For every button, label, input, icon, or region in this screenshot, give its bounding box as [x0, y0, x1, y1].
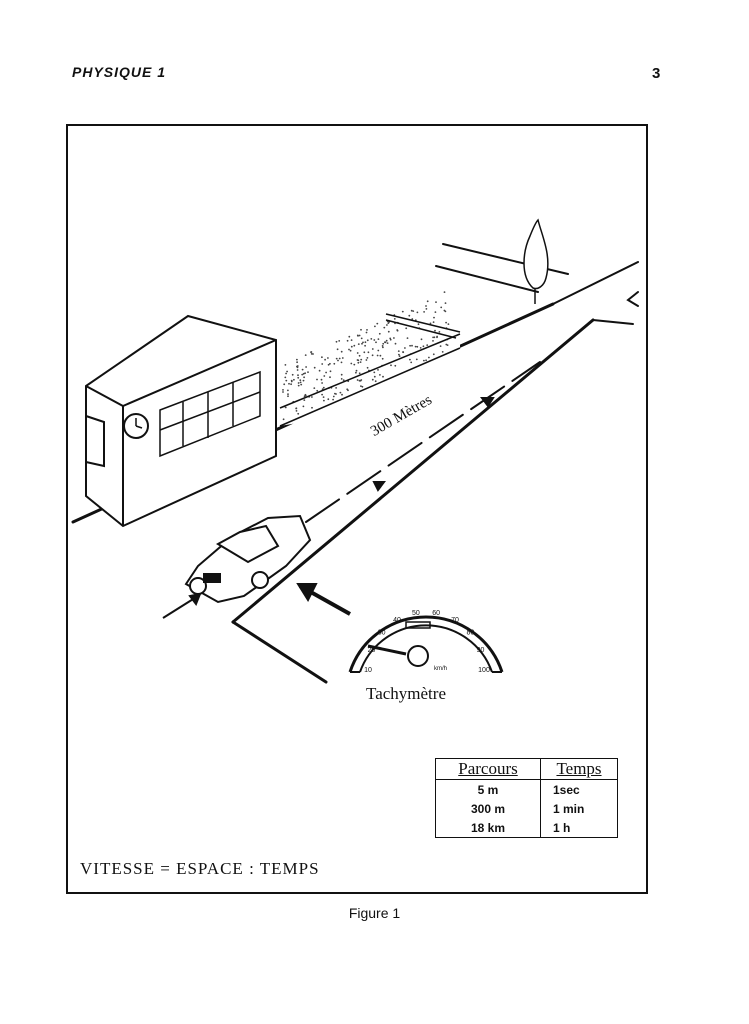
- figure-caption: Figure 1: [348, 905, 401, 921]
- speedometer-unit-label: km/h: [434, 666, 447, 672]
- building: [85, 314, 277, 528]
- table-row: 18 km 1 h: [435, 818, 618, 838]
- car-icon: [184, 514, 312, 604]
- speed-formula: VITESSE = ESPACE : TEMPS: [80, 859, 320, 878]
- speedometer-tick-label: 50: [412, 610, 420, 617]
- table-cell: 18 km: [435, 818, 541, 838]
- speedometer-tick-label: 90: [477, 647, 485, 654]
- building-windows: [159, 370, 261, 458]
- distance-time-table: Parcours Temps 5 m 1sec 300 m 1 min 18 k…: [435, 758, 618, 838]
- table-cell: 1 h: [553, 820, 571, 835]
- speedometer-icon: 10 20 30 40 50 60 70 80 90 100 km/h: [348, 610, 504, 674]
- page-number: 3: [652, 65, 661, 82]
- table-row: 5 m 1sec: [435, 779, 618, 799]
- speedometer-tick-label: 60: [432, 610, 440, 617]
- speedometer-tick-label: 40: [393, 617, 401, 624]
- table-cell: 300 m: [435, 799, 541, 818]
- speedometer-tick-label: 10: [364, 667, 372, 674]
- tree-icon: [523, 218, 549, 304]
- speedometer-label: Tachymètre: [366, 684, 446, 703]
- table-cell: 5 m: [435, 779, 541, 799]
- speedometer-tick-label: 70: [451, 617, 459, 624]
- subject-header: PHYSIQUE 1: [72, 64, 167, 80]
- speedometer-tick-label: 20: [368, 647, 376, 654]
- speedometer-tick-label: 30: [378, 630, 386, 637]
- table-header-temps: Temps: [540, 758, 618, 780]
- fence: [279, 313, 461, 427]
- table-cell: 1 min: [553, 801, 585, 816]
- table-cell: 1sec: [553, 782, 580, 797]
- street-illustration: 10 20 30 40 50 60 70 80 90 100 km/h: [71, 218, 639, 684]
- road-edge-lower: [231, 318, 595, 624]
- stippled-lot: [280, 291, 460, 426]
- table-row: 300 m 1 min: [435, 799, 618, 818]
- table-header-parcours: Parcours: [435, 758, 541, 780]
- speedometer-tick-label: 100: [478, 667, 490, 674]
- speedometer-tick-label: 80: [467, 630, 475, 637]
